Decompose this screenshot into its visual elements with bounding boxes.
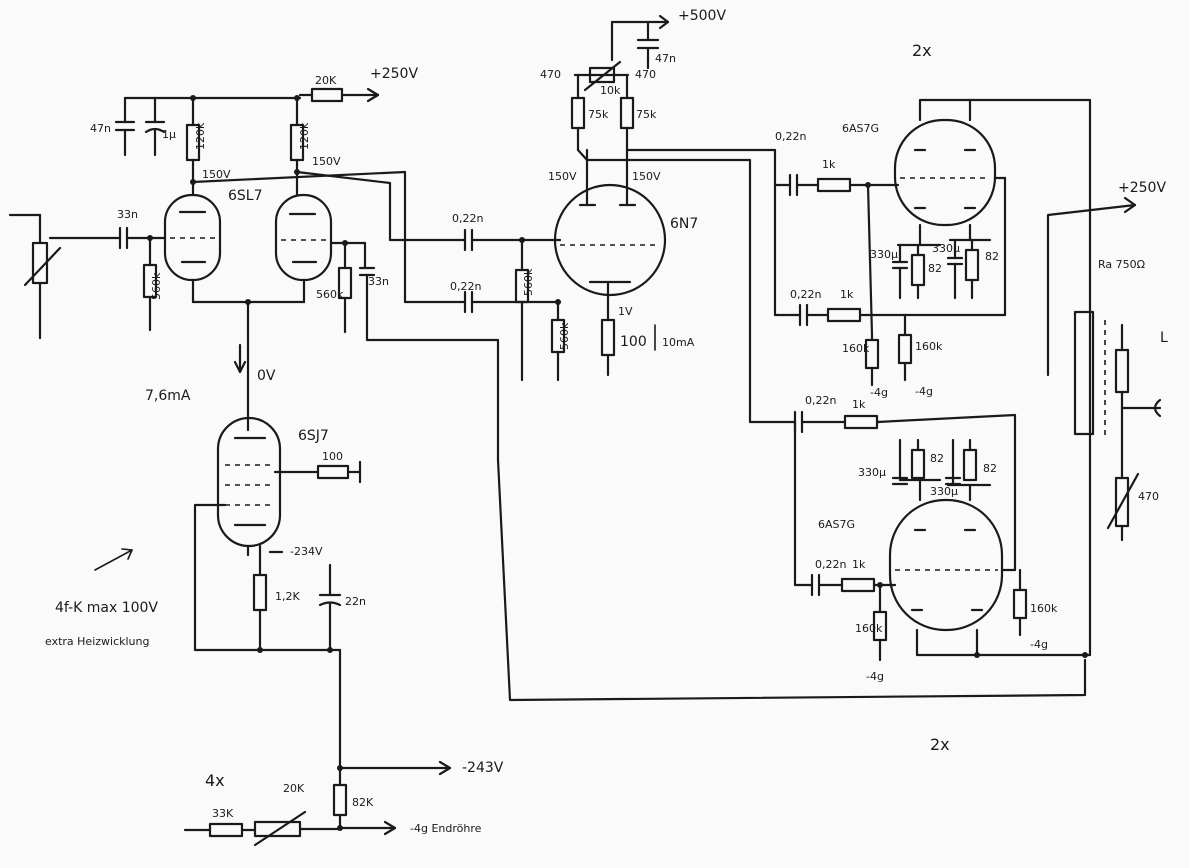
label-330u-d: 330µ — [930, 485, 958, 498]
label-022n-f: 0,22n — [815, 558, 846, 571]
label-10k-pot: 10k — [600, 84, 621, 97]
output-section: +250V Ra 750Ω L 470 — [496, 180, 1168, 702]
label-33n-input: 33n — [117, 208, 138, 221]
label-neg4g-a: -4g — [870, 386, 888, 399]
label-2x-top: 2x — [912, 41, 932, 60]
label-560k-c: 560k — [522, 268, 535, 296]
label-330u-c: 330µ — [858, 466, 886, 479]
label-20k: 20K — [315, 74, 337, 87]
label-160k-c: 160k — [855, 622, 883, 635]
label-33n-b: 33n — [368, 275, 389, 288]
label-82-b: 82 — [985, 250, 999, 263]
label-022n-e: 0,22n — [805, 394, 836, 407]
input-coupling-cap: 33n — [117, 208, 167, 250]
label-120k-a: 120k — [194, 122, 207, 150]
label-1k2: 1,2K — [275, 590, 300, 603]
tube-6sl7: 6SL7 — [163, 188, 333, 282]
label-neg4g-b: -4g — [915, 385, 933, 398]
6sl7-cathode-network: 0V 7,6mA 560k 33n — [145, 240, 500, 462]
label-82k: 82K — [352, 796, 374, 809]
label-1k-c: 1k — [852, 398, 866, 411]
6n7-anode-supply: +500V 47n 470 470 10k 75k 75k — [540, 8, 726, 162]
label-2x-bottom: 2x — [930, 735, 950, 754]
label-560k-input: 560k — [150, 272, 163, 300]
anode-supply-network: 20K +250V 47n 1µ 120k 150V 120k 150V — [90, 66, 418, 197]
label-022n-a: 0,22n — [452, 212, 483, 225]
label-330u-a: 330µ — [870, 248, 898, 261]
label-470-b: 470 — [635, 68, 656, 81]
label-neg4g-d: -4g — [1030, 638, 1048, 651]
label-6sj7: 6SJ7 — [298, 428, 329, 444]
label-6sl7: 6SL7 — [228, 188, 263, 204]
label-120k-b: 120k — [298, 122, 311, 150]
heater-note: 4f-K max 100V extra Heizwicklung — [45, 548, 158, 648]
label-heater-note-1: 4f-K max 100V — [55, 600, 158, 616]
label-1k-b: 1k — [840, 288, 854, 301]
negative-supply-network: 22n -243V 82K -4g Endröhre 33K 20K 4x — [183, 563, 504, 847]
tube-6n7: 6N7 150V 150V 100 1V 10mA — [548, 148, 698, 377]
label-022n-d: 0,22n — [790, 288, 821, 301]
input-grid-resistor: 560k — [142, 235, 163, 332]
label-160k-d: 160k — [1030, 602, 1058, 615]
tube-6sj7: 6SJ7 100 -234V 1,2K — [193, 416, 362, 653]
label-022n-c: 0,22n — [775, 130, 806, 143]
tube-6as7g-top: 6AS7G 2x 0,22n 1k 0,22n 1k 330µ 82 — [775, 41, 1092, 657]
label-1k-a: 1k — [822, 158, 836, 171]
label-75k-a: 75k — [588, 108, 609, 121]
label-22n: 22n — [345, 595, 366, 608]
label-6as7g-top: 6AS7G — [842, 122, 879, 135]
interstage-wiring: 0,22n 0,22n 560k 560k — [191, 170, 571, 382]
label-75k-b: 75k — [636, 108, 657, 121]
label-0v: 0V — [257, 368, 276, 384]
label-6as7g-bottom: 6AS7G — [818, 518, 855, 531]
label-330u-b: 330µ — [932, 242, 960, 255]
label-022n-b: 0,22n — [450, 280, 481, 293]
label-470-a: 470 — [540, 68, 561, 81]
label-heater-note-2: extra Heizwicklung — [45, 635, 149, 648]
label-1k-d: 1k — [852, 558, 866, 571]
label-10ma: 10mA — [662, 336, 695, 349]
label-47n: 47n — [90, 122, 111, 135]
label-20k-pot: 20K — [283, 782, 305, 795]
input-potentiometer — [8, 213, 122, 340]
label-82-d: 82 — [983, 462, 997, 475]
label-4x: 4x — [205, 771, 225, 790]
label-1u: 1µ — [162, 128, 176, 141]
label-1v: 1V — [618, 305, 633, 318]
label-82-a: 82 — [928, 262, 942, 275]
label-160k-b: 160k — [915, 340, 943, 353]
label-470-out: 470 — [1138, 490, 1159, 503]
label-150v-a: 150V — [202, 168, 231, 181]
label-150v-c: 150V — [548, 170, 577, 183]
label-82-c: 82 — [930, 452, 944, 465]
label-plus500v: +500V — [678, 8, 726, 24]
label-L: L — [1160, 330, 1168, 346]
label-560k-d: 560k — [558, 322, 571, 350]
label-6n7: 6N7 — [670, 216, 698, 232]
tube-6as7g-bottom: 6AS7G 0,22n 1k 330µ 82 330µ 82 0,22n 1k — [793, 394, 1092, 754]
label-neg4g-c: -4g — [866, 670, 884, 683]
label-neg4g-endrohre: -4g Endröhre — [410, 822, 482, 835]
driver-to-output-wiring — [585, 148, 814, 587]
label-560k-b: 560k — [316, 288, 344, 301]
label-160k-a: 160k — [842, 342, 870, 355]
label-neg243v: -243V — [462, 760, 504, 776]
label-100: 100 — [322, 450, 343, 463]
label-150v-d: 150V — [632, 170, 661, 183]
label-76ma: 7,6mA — [145, 388, 191, 404]
label-plus250v-right: +250V — [1118, 180, 1166, 196]
label-ra750: Ra 750Ω — [1098, 258, 1145, 271]
label-plus250v-top: +250V — [370, 66, 418, 82]
label-47n-top: 47n — [655, 52, 676, 65]
label-neg234v: -234V — [290, 545, 323, 558]
label-100-cathode: 100 — [620, 334, 647, 350]
label-150v-b: 150V — [312, 155, 341, 168]
label-33k: 33K — [212, 807, 234, 820]
